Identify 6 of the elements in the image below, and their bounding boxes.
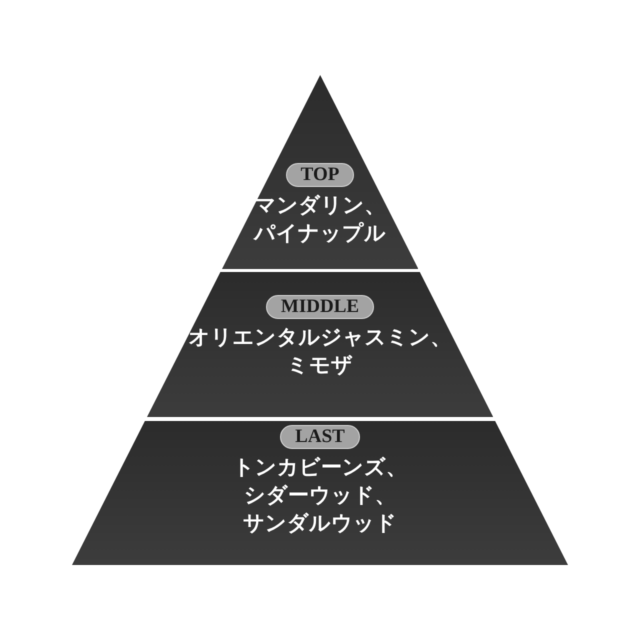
ingredient-text: マンダリン、パイナップル — [252, 192, 387, 247]
ingredient-text: トンカビーンズ、シダーウッド、サンダルウッド — [232, 454, 408, 537]
ingredient-text: オリエンタルジャスミン、ミモザ — [187, 324, 452, 379]
tier-label: LAST — [280, 425, 360, 449]
tier-label: MIDDLE — [266, 295, 374, 319]
tier-label: TOP — [286, 163, 354, 187]
